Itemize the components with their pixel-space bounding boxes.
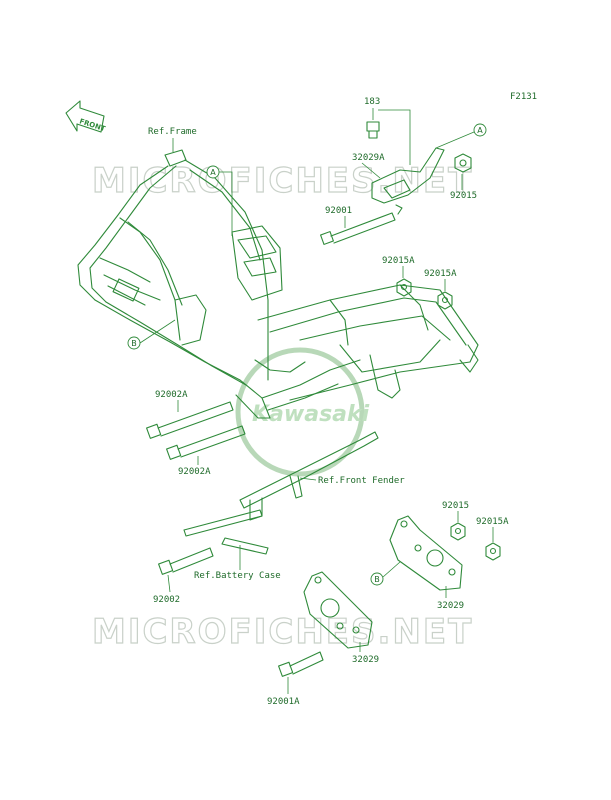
plate-32029-upper-icon [389,515,463,591]
watermark-top: MICROFICHES.NET [92,161,473,201]
label-92015a-1: 92015A [382,256,415,266]
bolt-92002a-1-icon [146,401,234,439]
bracket-32029a-icon [371,147,445,215]
svg-text:A: A [477,126,483,135]
kawasaki-logo: Kawasaki [235,347,370,477]
label-92015-bot: 92015 [442,501,469,511]
svg-text:B: B [374,575,380,584]
label-92001a: 92001A [267,697,300,707]
label-92002: 92002 [153,595,180,605]
label-ref-front-fender: Ref.Front Fender [318,476,405,486]
nut-92015a-2-icon [437,291,453,310]
label-92015a-bot: 92015A [476,517,509,527]
nut-92015-top-icon [454,153,472,173]
label-183: 183 [364,97,380,107]
watermark-bottom: MICROFICHES.NET [92,612,473,652]
callout-b-frame: B [127,319,176,350]
logo-text: Kawasaki [252,402,370,427]
label-92015a-2: 92015A [424,269,457,279]
callout-a-frame: A [206,165,233,236]
nut-92015a-1-icon [396,278,412,297]
bolt-92001-icon [320,212,396,245]
callout-b-plate: B [370,561,401,586]
label-ref-battery-case: Ref.Battery Case [194,571,281,581]
label-92015-top: 92015 [450,191,477,201]
nut-92015a-bot-icon [485,542,501,561]
bolt-92001a-icon [278,651,324,677]
figure-code: F2131 [510,92,537,102]
label-92002a-2: 92002A [178,467,211,477]
bolt-92002-icon [158,547,214,575]
label-32029a: 32029A [352,153,385,163]
front-fender-bracket-drawing [183,431,379,555]
bolt-183-icon [366,121,380,139]
nut-92015-bot-icon [450,522,466,541]
plate-32029-lower-icon [303,571,373,649]
label-92001: 92001 [325,206,352,216]
label-ref-frame: Ref.Frame [148,127,197,137]
front-arrow-icon: FRONT [65,100,107,133]
label-32029-1: 32029 [437,601,464,611]
label-32029-2: 32029 [352,655,379,665]
front-arrow-label: FRONT [78,117,106,133]
callout-a-bracket: A [435,123,487,149]
svg-text:B: B [131,339,137,348]
label-92002a-1: 92002A [155,390,188,400]
bolt-92002a-2-icon [166,425,246,460]
svg-text:A: A [210,168,216,177]
